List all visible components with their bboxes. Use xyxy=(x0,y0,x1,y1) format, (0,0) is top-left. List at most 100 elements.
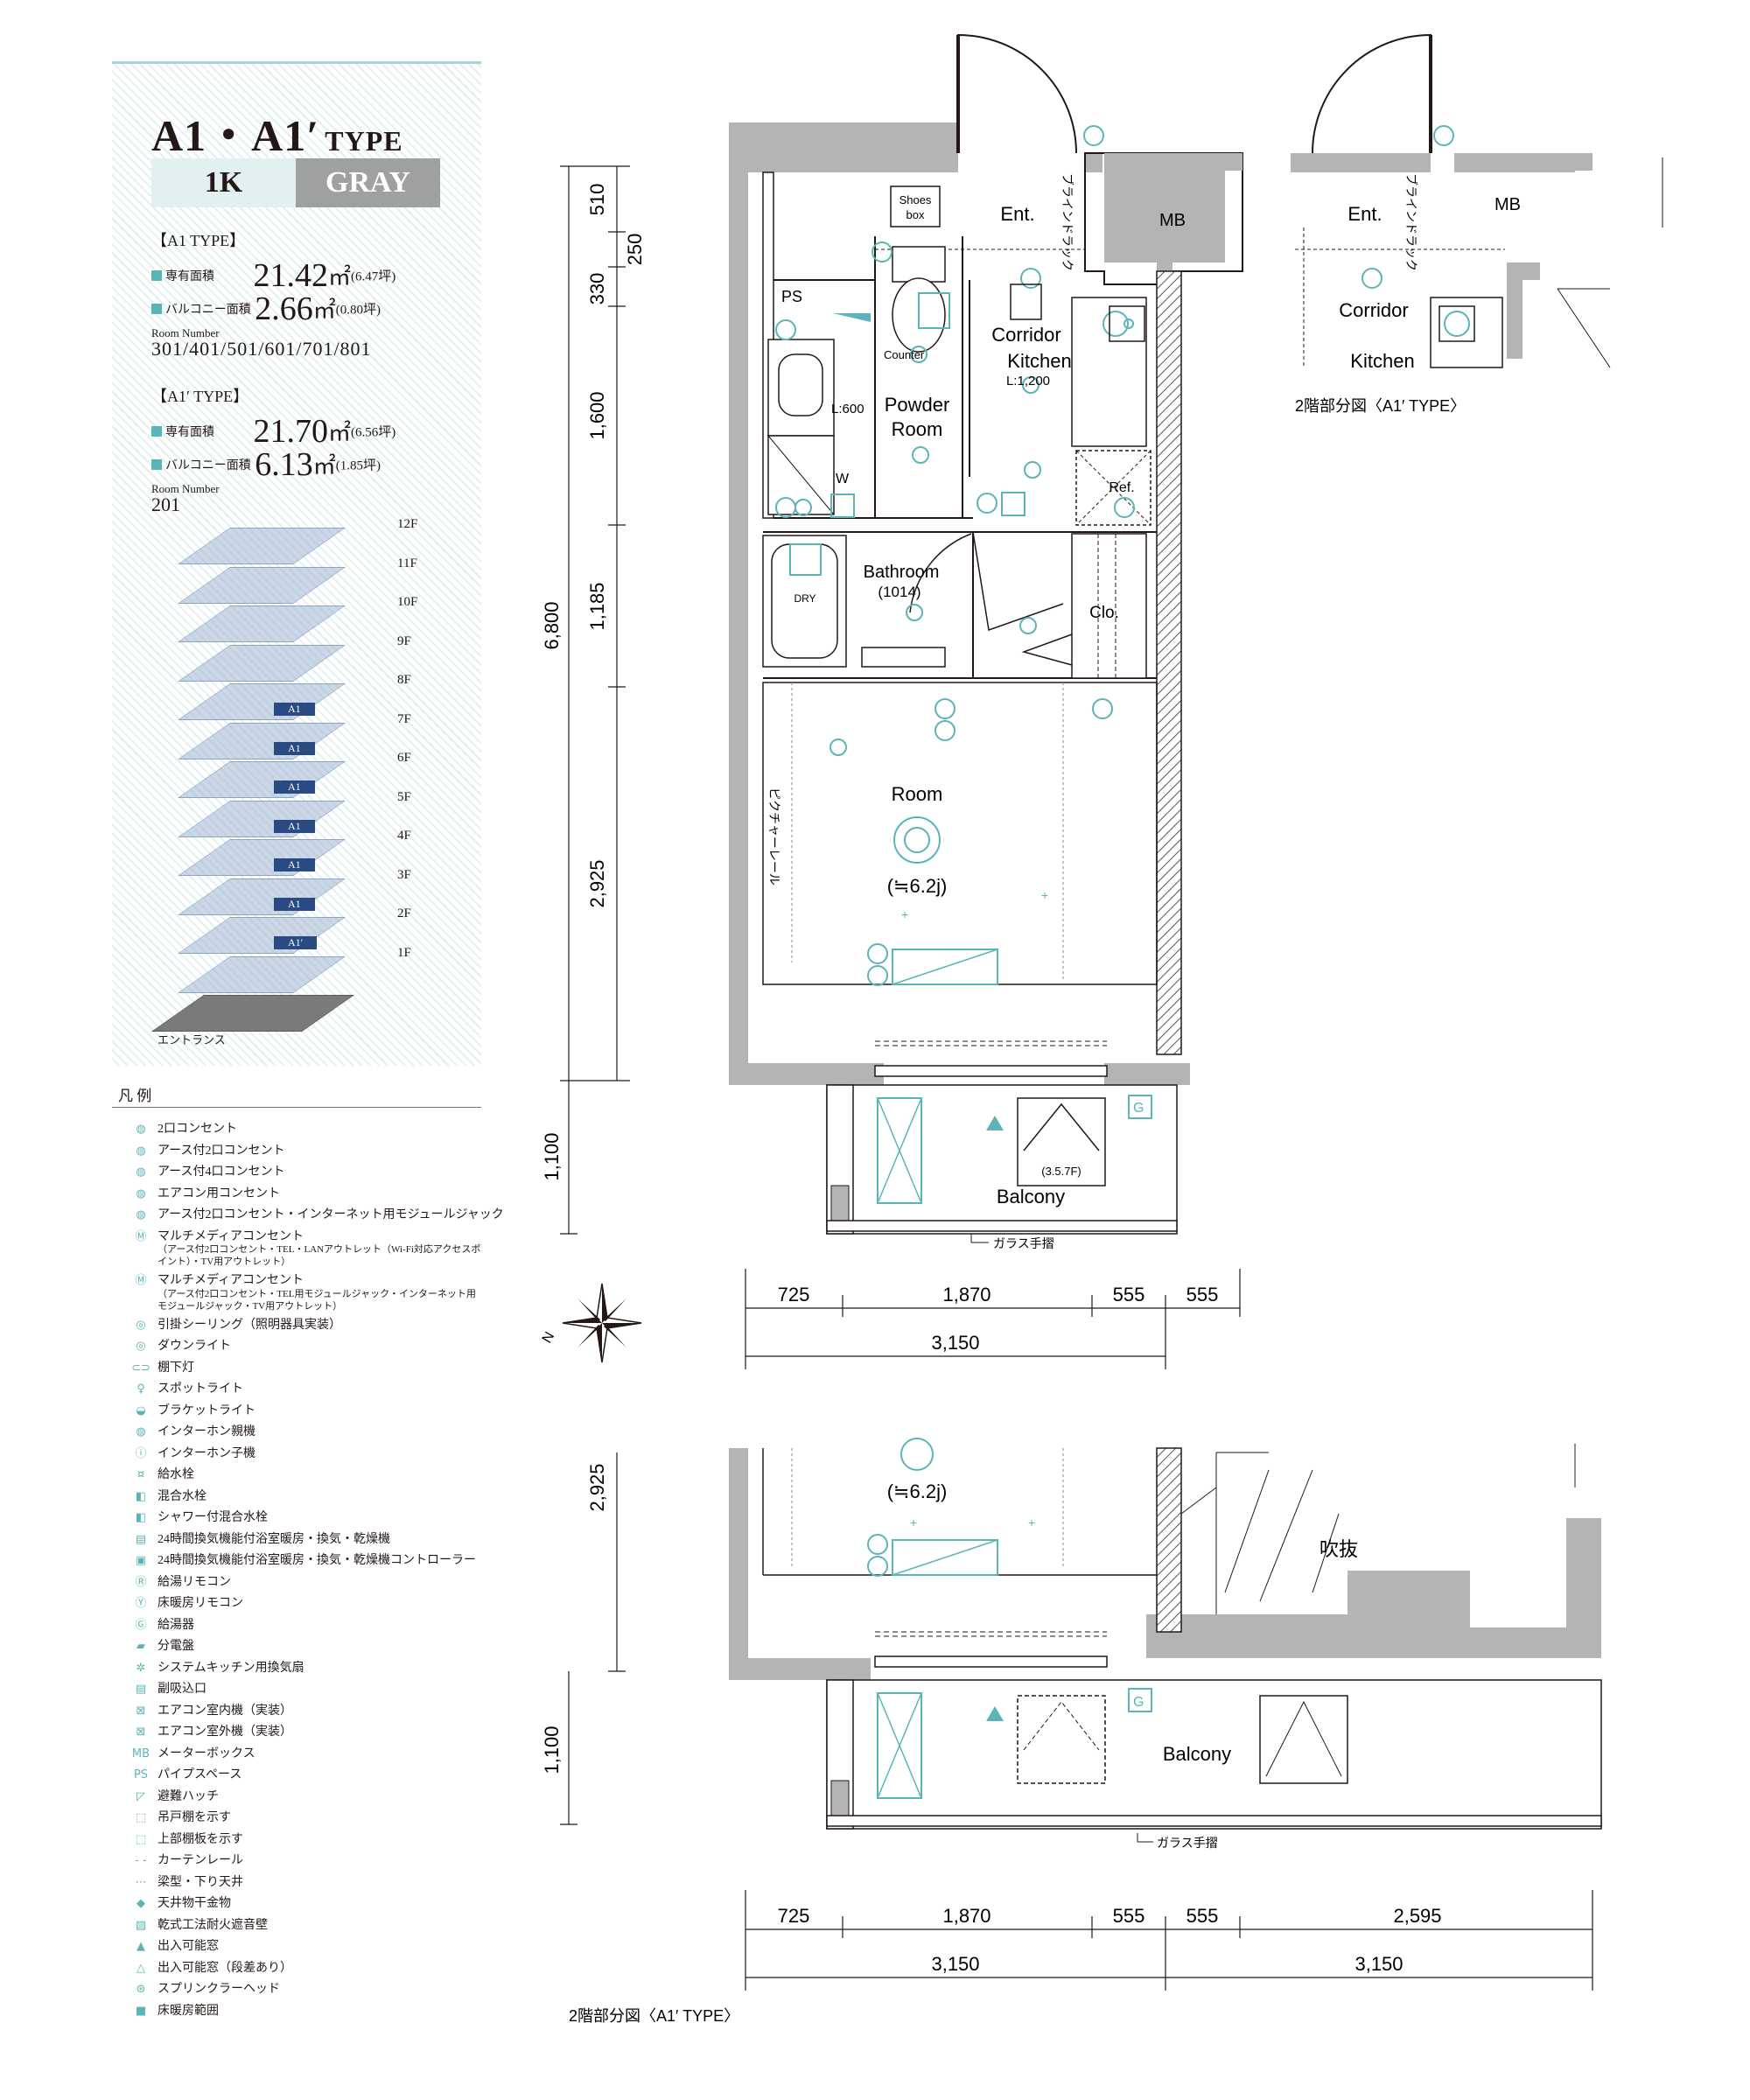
bottom-dim-3150a: 3,150 xyxy=(931,1953,979,1975)
legend-item: ▤副吸込口 xyxy=(136,1680,206,1699)
legend-symbol-icon: Ⓨ xyxy=(135,1597,147,1610)
a1p-balcony-tsubo: (1.85坪) xyxy=(335,458,381,473)
bottom-dim-725: 725 xyxy=(778,1905,810,1927)
top-wall-right-stub xyxy=(1085,153,1102,172)
entrance-label: エントランス xyxy=(158,1033,226,1046)
a1-balcony-tsubo: (0.80坪) xyxy=(335,303,381,318)
label-shoes: Shoes xyxy=(900,193,932,206)
legend-symbol-icon: ⋯ xyxy=(135,1875,147,1889)
label-mb: MB xyxy=(1159,211,1186,230)
info-panel: A1・A1′TYPE 1K GRAY 【A1 TYPE】 専有面積 21.42㎡… xyxy=(112,61,481,1066)
legend-symbol-icon: ▤ xyxy=(135,1532,147,1546)
bottom-dim-555a: 555 xyxy=(1113,1905,1145,1927)
legend-item: ✲システムキッチン用換気扇 xyxy=(136,1659,304,1678)
legend-divider xyxy=(112,1107,481,1108)
legend-symbol-icon: ◍ xyxy=(136,1144,146,1158)
detail-caption: 2階部分図〈A1′ TYPE〉 xyxy=(1295,397,1466,415)
dim-2925: 2,925 xyxy=(586,859,608,907)
legend-item-label: マルチメディアコンセント xyxy=(158,1229,304,1243)
legend-item: ▤24時間換気機能付浴室暖房・換気・乾燥機 xyxy=(136,1530,390,1550)
legend-symbol-icon: MB xyxy=(131,1746,150,1760)
a1-balcony: バルコニー面積 2.66㎡(0.80坪) xyxy=(151,290,381,328)
square-marker xyxy=(151,426,162,437)
svg-text:+: + xyxy=(910,1516,917,1530)
legend-symbol-icon: ✲ xyxy=(136,1661,146,1675)
detail-label-blind-rack: ブラインドラック xyxy=(1404,173,1418,271)
label-ent: Ent. xyxy=(1000,203,1034,225)
bottom-label-glass-railing: ガラス手摺 xyxy=(1157,1836,1218,1850)
legend-item: ▲出入可能窓 xyxy=(136,1937,219,1956)
a1-area: 専有面積 21.42㎡(6.47坪) xyxy=(151,256,396,295)
legend-item-label: 2口コンセント xyxy=(158,1123,237,1136)
horizontal-dimensions xyxy=(745,1269,1241,1369)
label-room-size: (≒6.2j) xyxy=(887,875,948,897)
floor-label: 8F xyxy=(397,673,411,687)
legend-symbol-icon: ⬚ xyxy=(135,1832,147,1846)
bottom-dim-2595: 2,595 xyxy=(1393,1905,1441,1927)
unit-marker: A1 xyxy=(274,780,315,794)
a1p-area-tsubo: (6.56坪) xyxy=(350,425,396,440)
legend-item-label: 出入可能窓（段差あり） xyxy=(158,1961,292,1975)
type-title: A1・A1′TYPE xyxy=(151,101,403,164)
bottom-wall-right xyxy=(1104,1063,1190,1085)
unit-marker: A1 xyxy=(274,819,315,833)
floor-label: 6F xyxy=(397,751,411,765)
legend-item: Ⓨ 床暖房リモコン xyxy=(135,1594,243,1614)
legend-item: ◒ブラケットライト xyxy=(136,1402,256,1421)
a1p-heading: 【A1′ TYPE】 xyxy=(151,388,249,405)
a1p-balcony: バルコニー面積 6.13㎡(1.85坪) xyxy=(151,445,381,484)
dim-1185: 1,185 xyxy=(586,582,608,630)
legend-item-label: ブラケットライト xyxy=(158,1404,256,1418)
legend-symbol-icon: △ xyxy=(136,1961,145,1975)
legend-symbol-icon: ▰ xyxy=(136,1640,145,1653)
label-dry: DRY xyxy=(794,592,816,605)
label-balcony: Balcony xyxy=(997,1186,1065,1208)
a1p-area: 専有面積 21.70㎡(6.56坪) xyxy=(151,412,396,451)
bottom-caption: 2階部分図〈A1′ TYPE〉 xyxy=(569,2007,739,2025)
legend-symbol-icon: ♀ xyxy=(136,1382,145,1396)
legend-item-label: 上部棚板を示す xyxy=(158,1832,243,1846)
floor-label: 1F xyxy=(397,945,411,960)
legend-symbol-icon: ◧ xyxy=(135,1489,147,1503)
legend-symbol-icon: ◎ xyxy=(136,1318,146,1332)
label-powder: Powder xyxy=(885,394,950,416)
legend-symbol-icon: ◍ xyxy=(136,1186,146,1200)
a1p-area-unit: ㎡ xyxy=(327,420,351,446)
legend-item: ⋯梁型・下り天井 xyxy=(136,1873,244,1893)
legend-item-label: インターホン子機 xyxy=(158,1446,256,1460)
legend-item-label: 床暖房リモコン xyxy=(158,1597,243,1610)
floor-label: 4F xyxy=(397,829,411,843)
a1-area-value: 21.42 xyxy=(253,257,328,294)
unit-marker: A1 xyxy=(274,741,315,755)
legend-symbol-icon: ▨ xyxy=(135,1918,147,1932)
dim-1600: 1,600 xyxy=(586,391,608,439)
floor-label: 5F xyxy=(397,789,411,804)
bottom-dim-2925: 2,925 xyxy=(586,1463,608,1511)
legend-symbol-icon: ▤ xyxy=(135,1683,147,1696)
color-badge: GRAY xyxy=(296,158,440,207)
compass-north: N xyxy=(540,1329,558,1346)
dim-555a: 555 xyxy=(1113,1284,1145,1306)
legend-item-label: 引掛シーリング（照明器具実装） xyxy=(158,1318,341,1332)
legend-item: ◎ダウンライト xyxy=(136,1337,231,1356)
bottom-label-balcony: Balcony xyxy=(1163,1743,1231,1765)
legend-item: △ 出入可能窓（段差あり） xyxy=(136,1959,292,1978)
legend-symbol-icon: Ⓖ xyxy=(135,1618,147,1632)
legend-item-label: 天井物干金物 xyxy=(158,1897,231,1910)
right-hatched-wall xyxy=(1156,270,1182,1055)
label-picture-rail: ピクチャーレール xyxy=(767,788,781,886)
legend-symbol-icon: ◍ xyxy=(136,1208,146,1222)
legend-symbol-icon: ◸ xyxy=(136,1789,145,1803)
vertical-dimensions xyxy=(560,165,630,1235)
legend-item: ◍インターホン親機 xyxy=(136,1423,256,1442)
dim-1100: 1,100 xyxy=(541,1132,563,1180)
label-shoes-box: box xyxy=(906,208,925,221)
square-marker xyxy=(151,304,162,314)
legend-item-label: 給湯リモコン xyxy=(158,1575,231,1589)
legend-item-label: マルチメディアコンセント xyxy=(158,1274,304,1287)
